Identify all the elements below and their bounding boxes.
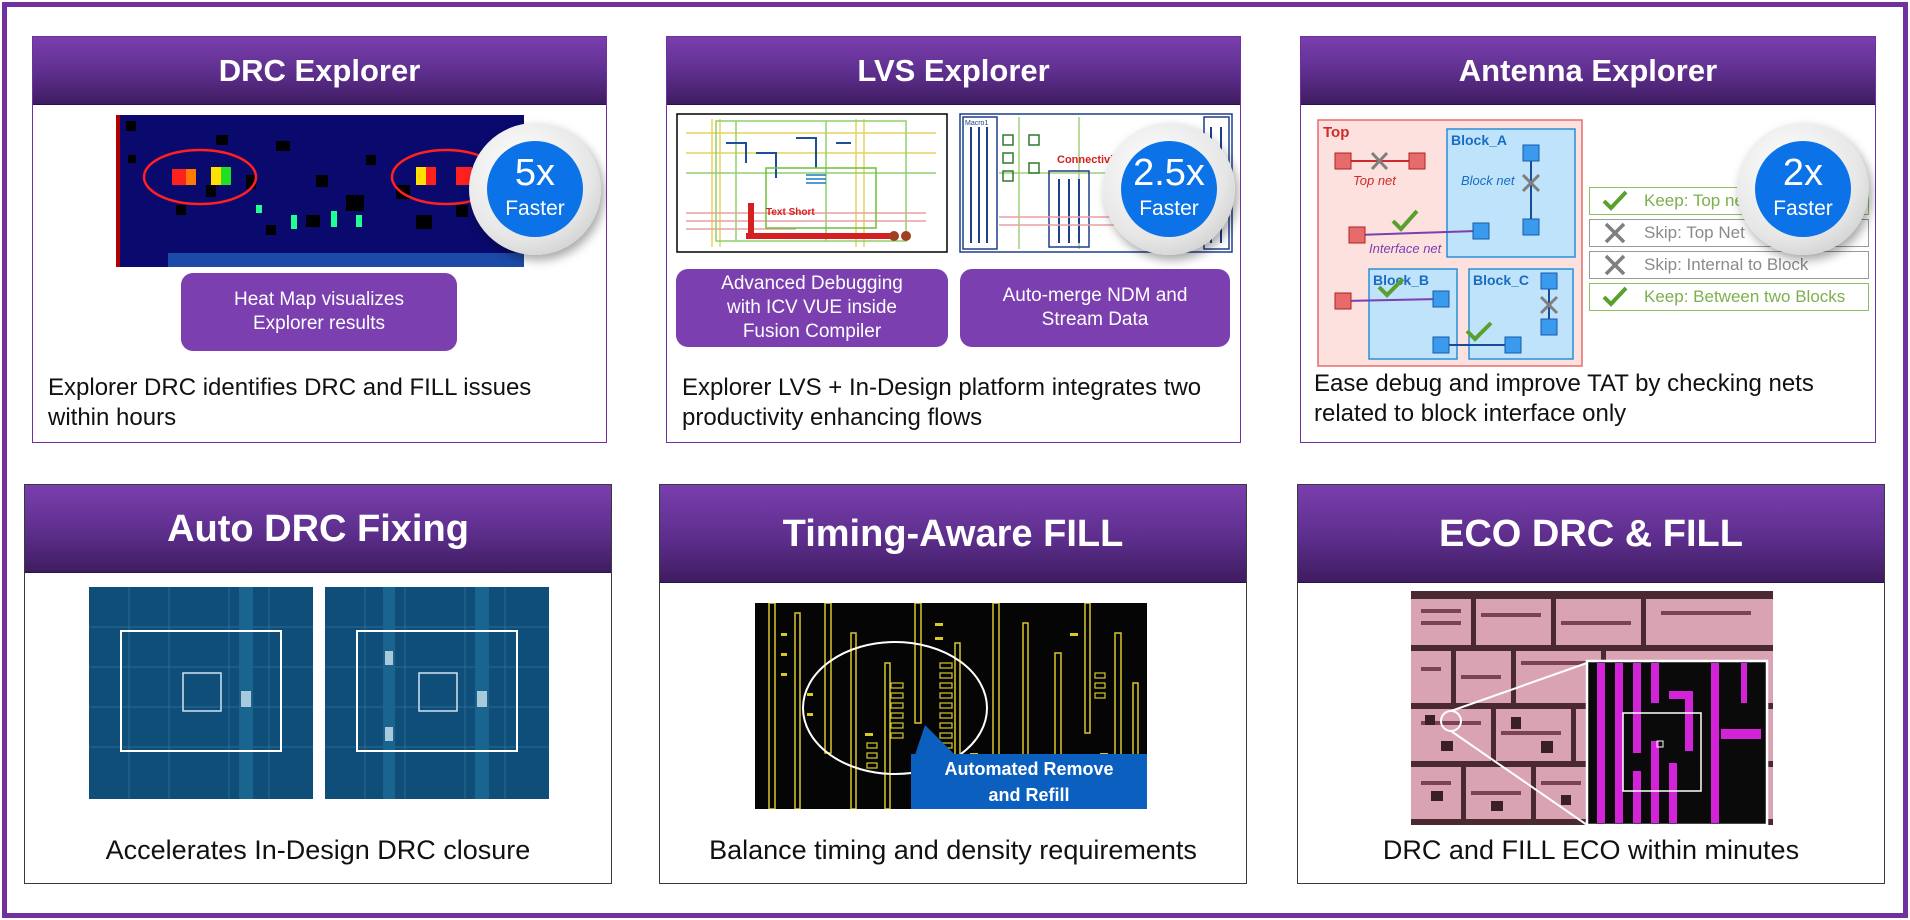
check-icon: [1602, 190, 1628, 211]
panel-title: DRC Explorer: [33, 37, 606, 105]
interface-net-label: Interface net: [1369, 241, 1443, 256]
panel-caption: DRC and FILL ECO within minutes: [1382, 835, 1800, 865]
badge-label: Faster: [505, 197, 565, 220]
panel-caption: Balance timing and density requirements: [709, 835, 1197, 865]
panel-title: Timing-Aware FILL: [660, 485, 1246, 583]
legend-text: Skip: Internal to Block: [1644, 255, 1809, 274]
legend-text: Skip: Top Net: [1644, 223, 1745, 242]
panel-title: LVS Explorer: [667, 37, 1240, 105]
auto-drc-fixing-panel: Auto DRC Fixing Accelerates In-Design DR…: [24, 484, 612, 884]
legend-item-skip-internal: Skip: Internal to Block: [1589, 251, 1869, 279]
timing-aware-fill-panel: Timing-Aware FILL Aut: [659, 484, 1247, 884]
block-net-label: Block net: [1461, 173, 1516, 188]
speedup-badge: 2.5x Faster: [1103, 123, 1235, 255]
debugging-pill: Advanced Debugging with ICV VUE inside F…: [676, 269, 948, 347]
badge-circle: 2.5x Faster: [1121, 141, 1217, 237]
panel-caption: Explorer LVS + In-Design platform integr…: [682, 374, 1202, 431]
badge-circle: 5x Faster: [487, 141, 583, 237]
badge-circle: 2x Faster: [1755, 141, 1851, 237]
eco-drc-fill-panel: ECO DRC & FILL: [1297, 484, 1885, 884]
badge-label: Faster: [1139, 197, 1199, 220]
refill-callout: Automated Remove and Refill: [911, 754, 1147, 809]
panel-caption: Ease debug and improve TAT by checking n…: [1314, 370, 1814, 427]
auto-merge-pill: Auto-merge NDM and Stream Data: [960, 269, 1230, 347]
lvs-layout-image: Text Short: [676, 113, 948, 253]
badge-value: 2x: [1782, 152, 1824, 194]
eco-layout-image: [1411, 591, 1773, 825]
block-c-label: Block_C: [1473, 272, 1529, 288]
legend-text: Keep: Between two Blocks: [1644, 287, 1846, 306]
top-net-label: Top net: [1353, 173, 1397, 188]
drc-before-image: [89, 587, 313, 799]
legend-text: Keep: Top net: [1644, 191, 1749, 210]
drc-explorer-panel: DRC Explorer 5x Faster Heat Map visual: [32, 36, 607, 443]
panel-title: Auto DRC Fixing: [25, 485, 611, 573]
block-a-label: Block_A: [1451, 132, 1507, 148]
panel-title: Antenna Explorer: [1301, 37, 1875, 105]
speedup-badge: 2x Faster: [1737, 123, 1869, 255]
antenna-net-diagram: Top Top net Block_A Block net Interface …: [1317, 119, 1583, 367]
badge-value: 5x: [514, 152, 556, 194]
badge-value: 2.5x: [1133, 152, 1205, 194]
legend-item-keep-between: Keep: Between two Blocks: [1589, 283, 1869, 311]
top-label: Top: [1323, 124, 1349, 141]
speedup-badge: 5x Faster: [469, 123, 601, 255]
check-icon: [1602, 286, 1628, 307]
macro-label: Macro1: [965, 120, 988, 127]
lvs-explorer-panel: LVS Explorer Text Short Macr: [666, 36, 1241, 443]
cross-icon: [1604, 254, 1626, 276]
badge-label: Faster: [1773, 197, 1833, 220]
text-short-label: Text Short: [766, 207, 815, 218]
drc-heatmap-image: [116, 115, 524, 267]
heatmap-pill: Heat Map visualizes Explorer results: [181, 273, 457, 351]
panel-title: ECO DRC & FILL: [1298, 485, 1884, 583]
panel-caption: Explorer DRC identifies DRC and FILL iss…: [48, 374, 532, 431]
drc-after-image: [325, 587, 549, 799]
cross-icon: [1604, 222, 1626, 244]
antenna-explorer-panel: Antenna Explorer Top Top net Block_A Blo…: [1300, 36, 1876, 443]
connectivity-label: Connectivit: [1057, 154, 1117, 166]
panel-caption: Accelerates In-Design DRC closure: [105, 835, 531, 865]
